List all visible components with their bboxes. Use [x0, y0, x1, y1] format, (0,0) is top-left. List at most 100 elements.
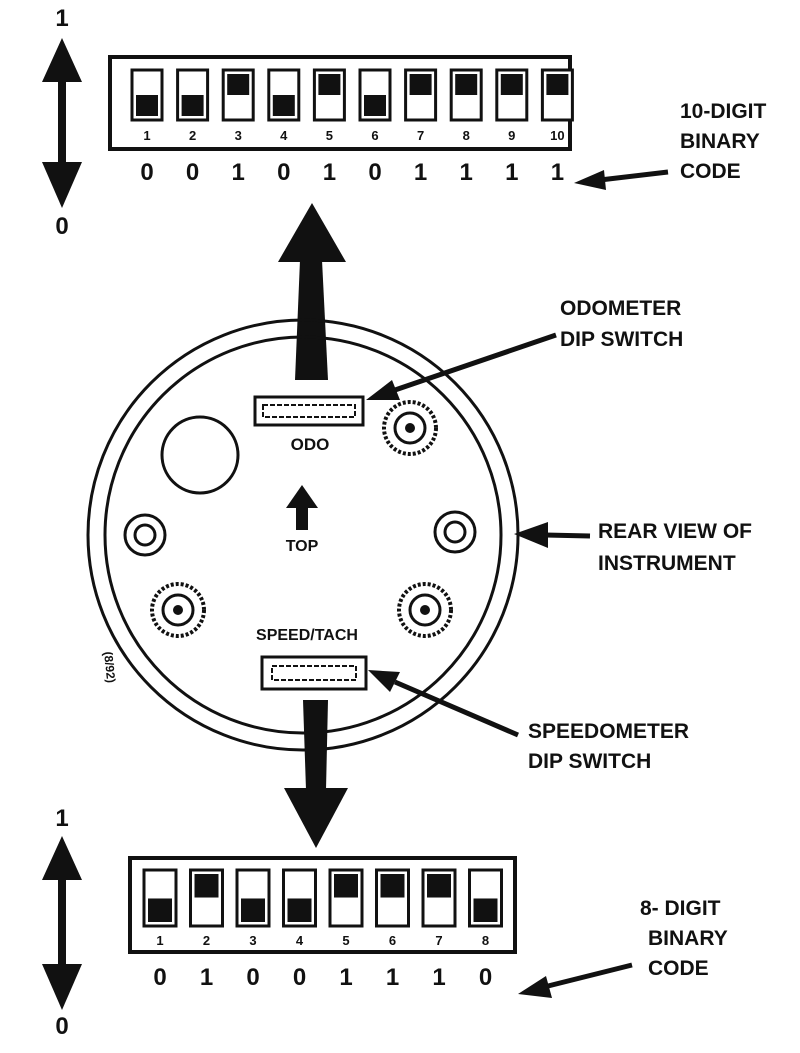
- dip-toggle-knob: [473, 898, 498, 922]
- speedometer-dip-switch: [260, 655, 368, 691]
- dip-toggle-knob: [136, 95, 158, 116]
- top-dip-switch-toggles: [130, 68, 574, 122]
- odo-label: ODO: [291, 435, 330, 454]
- binary-digit: 1: [232, 159, 245, 186]
- binary-digit: 1: [505, 159, 518, 186]
- dip-toggle-knob: [318, 74, 341, 95]
- dip-position-number: 4: [296, 933, 304, 948]
- binary-digit: 1: [414, 159, 427, 186]
- dip-toggle-knob: [227, 74, 250, 95]
- top-label: TOP: [286, 538, 319, 555]
- dip-position-number: 4: [280, 128, 288, 143]
- dip-toggle-knob: [500, 74, 523, 95]
- speedometer-down-arrow: [284, 700, 348, 848]
- upper-right-terminal-icon: [382, 400, 438, 456]
- bottom-caption-line-3: CODE: [648, 957, 709, 980]
- dip-toggle-knob: [287, 898, 312, 922]
- binary-digit: 1: [339, 964, 352, 991]
- dip-position-number: 7: [435, 933, 442, 948]
- lower-right-terminal-icon: [397, 582, 453, 638]
- dip-position-number: 3: [249, 933, 256, 948]
- bottom-binary-digits: 0 1 0 0 1 1 1 0: [153, 964, 492, 991]
- binary-digit: 0: [186, 159, 199, 186]
- bottom-dip-switch-toggles: [142, 868, 503, 928]
- bottom-caption-line-2: BINARY: [648, 927, 728, 950]
- right-mounting-stud-icon: [433, 510, 477, 554]
- bottom-caption-line-1: 8- DIGIT: [640, 897, 721, 920]
- dip-position-number: 6: [389, 933, 396, 948]
- top-orientation-arrow: [286, 485, 318, 530]
- odometer-dip-switch: [253, 395, 365, 427]
- binary-digit: 0: [479, 964, 492, 991]
- lower-left-terminal-icon: [150, 582, 206, 638]
- odometer-callout-line-2: DIP SWITCH: [560, 328, 683, 351]
- instrument-side-code: (8/92): [101, 651, 118, 684]
- dip-position-number: 3: [235, 128, 242, 143]
- dip-toggle-knob: [409, 74, 432, 95]
- dip-position-number: 6: [371, 128, 378, 143]
- bottom-dip-switch-housing: [128, 856, 517, 954]
- instrument-rear-view: [86, 318, 520, 752]
- dip-toggle-knob: [364, 95, 386, 116]
- dip-position-number: 1: [156, 933, 163, 948]
- dip-toggle-knob: [241, 898, 265, 922]
- left-mounting-stud-icon: [123, 513, 167, 557]
- dip-toggle-knob: [181, 95, 204, 116]
- dip-toggle-knob: [334, 874, 358, 898]
- dip-position-number: 9: [508, 128, 515, 143]
- dip-toggle-knob: [546, 74, 569, 95]
- binary-digit: 1: [323, 159, 336, 186]
- bottom-scale-low: 0: [55, 1013, 68, 1040]
- top-caption-line-1: 10-DIGIT: [680, 100, 767, 123]
- binary-digit: 1: [386, 964, 399, 991]
- dip-toggle-knob: [148, 898, 172, 922]
- dip-position-number: 1: [143, 128, 150, 143]
- top-binary-digits: 0 0 1 0 1 0 1 1 1 1: [140, 159, 564, 186]
- dip-position-number: 5: [342, 933, 349, 948]
- binary-digit: 0: [368, 159, 381, 186]
- speedometer-callout-line-1: SPEEDOMETER: [528, 720, 689, 743]
- bottom-caption-pointer: [518, 962, 633, 998]
- rear-view-callout-pointer: [514, 522, 591, 548]
- top-scale-low: 0: [55, 213, 68, 240]
- bottom-scale-high: 1: [55, 805, 68, 832]
- dip-position-number: 2: [203, 933, 210, 948]
- top-caption-line-3: CODE: [680, 160, 741, 183]
- instrument-round-window: [160, 415, 240, 495]
- binary-digit: 0: [140, 159, 153, 186]
- bottom-scale-arrow: [42, 836, 82, 1010]
- speedometer-callout-line-2: DIP SWITCH: [528, 750, 651, 773]
- top-caption-line-2: BINARY: [680, 130, 760, 153]
- speed-tach-label: SPEED/TACH: [256, 627, 358, 644]
- binary-digit: 1: [551, 159, 564, 186]
- binary-digit: 0: [277, 159, 290, 186]
- speedometer-callout-pointer: [368, 670, 519, 738]
- odometer-callout-pointer: [366, 332, 557, 400]
- binary-digit: 0: [246, 964, 259, 991]
- binary-digit: 1: [460, 159, 473, 186]
- dip-position-number: 7: [417, 128, 424, 143]
- dip-toggle-knob: [427, 874, 451, 898]
- odometer-up-arrow: [278, 203, 346, 380]
- rear-view-callout-line-1: REAR VIEW OF: [598, 520, 752, 543]
- dip-toggle-knob: [272, 95, 295, 116]
- dip-toggle-knob: [380, 874, 405, 898]
- dip-position-number: 8: [463, 128, 470, 143]
- top-dip-switch-position-labels: 1 2 3 4 5 6 7 8 9 10: [143, 128, 564, 143]
- top-scale-high: 1: [55, 5, 68, 32]
- top-caption-pointer: [574, 169, 669, 190]
- binary-digit: 0: [293, 964, 306, 991]
- dip-position-number: 2: [189, 128, 196, 143]
- odometer-callout-line-1: ODOMETER: [560, 297, 681, 320]
- top-scale-arrow: [42, 38, 82, 208]
- rear-view-callout-line-2: INSTRUMENT: [598, 552, 736, 575]
- binary-digit: 1: [432, 964, 445, 991]
- binary-digit: 1: [200, 964, 213, 991]
- binary-digit: 0: [153, 964, 166, 991]
- dip-toggle-knob: [455, 74, 478, 95]
- dip-position-number: 10: [550, 128, 564, 143]
- dip-position-number: 5: [326, 128, 333, 143]
- dip-toggle-knob: [194, 874, 219, 898]
